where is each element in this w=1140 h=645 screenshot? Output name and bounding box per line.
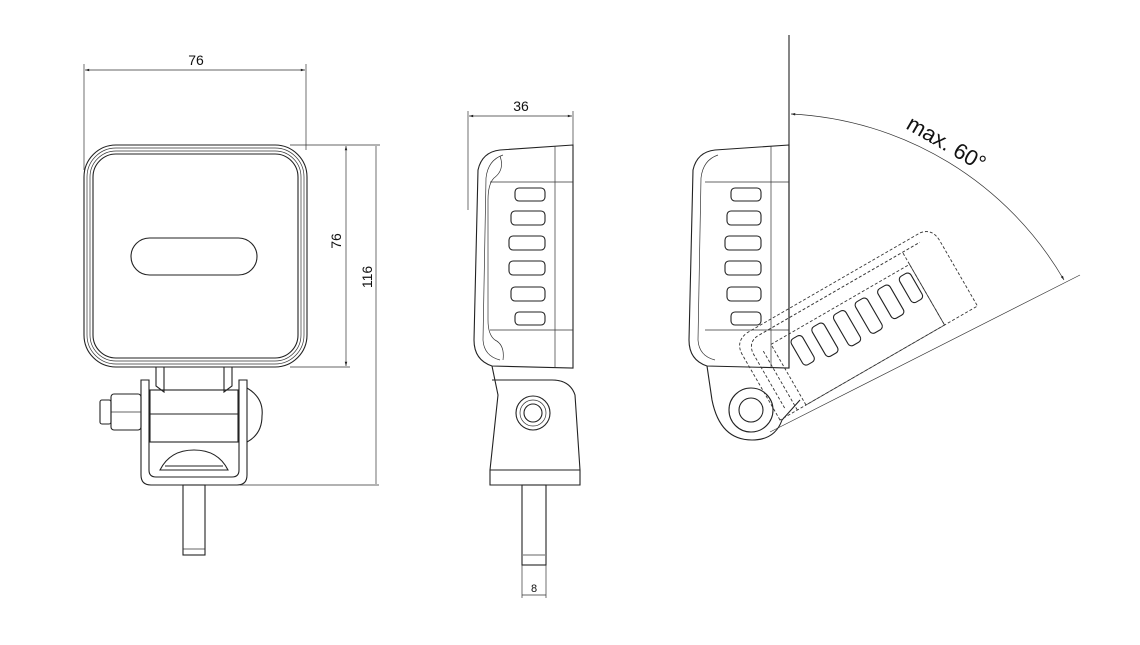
lamp-housing-front [83, 144, 308, 368]
dimension-label-height: 76 [328, 233, 344, 249]
mounting-bolt [182, 484, 206, 556]
dimension-height: 76 [290, 144, 380, 368]
pivot-bracket [706, 365, 801, 441]
nut-icon [99, 393, 142, 431]
angle-dimension: max. 60° [769, 111, 1081, 433]
dimension-depth: 36 [467, 98, 574, 210]
led-lens-slot [130, 237, 258, 276]
dimension-total-height: 116 [240, 146, 379, 486]
lamp-housing-upright [688, 144, 790, 369]
mounting-bracket-side [489, 365, 581, 486]
dimension-label-width: 76 [188, 52, 204, 68]
cooling-fins [508, 187, 546, 326]
mounting-bolt-side [521, 484, 547, 566]
dimension-label-bolt-diameter: 8 [531, 583, 537, 595]
lamp-housing-tilted [739, 231, 979, 421]
dimension-bolt-diameter: 8 [521, 565, 547, 598]
angle-label: max. 60° [903, 111, 991, 176]
side-view: 36 [467, 98, 581, 598]
dimension-label-depth: 36 [513, 98, 529, 114]
mounting-bracket-front [99, 367, 263, 486]
dimension-width: 76 [83, 52, 307, 170]
dimension-label-total-height: 116 [359, 266, 375, 289]
lamp-housing-side [473, 144, 574, 369]
front-view: 76 76 116 [83, 52, 380, 556]
tilt-view: max. 60° [688, 35, 1081, 441]
